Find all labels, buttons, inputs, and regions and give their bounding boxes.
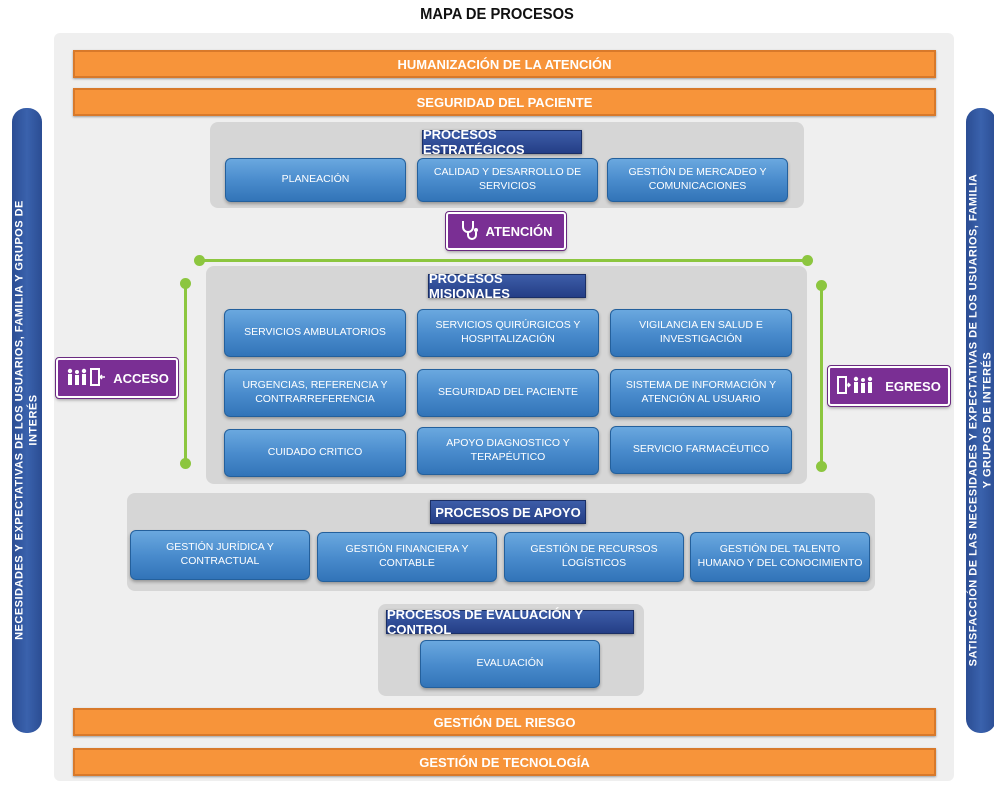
support-item-juridica[interactable]: GESTIÓN JURÍDICA Y CONTRACTUAL	[130, 530, 310, 580]
evaluation-item[interactable]: EVALUACIÓN	[420, 640, 600, 688]
right-satisfaction-line1: SATISFACCIÓN DE LAS NECESIDADES Y EXPECT…	[967, 173, 980, 667]
atencion-label: ATENCIÓN	[485, 223, 553, 239]
acceso-label: ACCESO	[113, 370, 169, 386]
page-title: MAPA DE PROCESOS	[420, 6, 574, 23]
missional-item-apoyo-diagnostico[interactable]: APOYO DIAGNOSTICO Y TERAPÉUTICO	[417, 427, 599, 475]
support-header: PROCESOS DE APOYO	[430, 500, 586, 524]
green-dot	[180, 278, 191, 289]
green-dot	[180, 458, 191, 469]
green-dot	[194, 255, 205, 266]
green-dot	[816, 461, 827, 472]
missional-item-ambulatorios[interactable]: SERVICIOS AMBULATORIOS	[224, 309, 406, 357]
strategic-item-calidad[interactable]: CALIDAD Y DESARROLLO DE SERVICIOS	[417, 158, 598, 202]
door-family-icon	[837, 375, 877, 398]
green-connector-top	[199, 259, 808, 262]
missional-item-farmaceutico[interactable]: SERVICIO FARMACÉUTICO	[610, 426, 792, 474]
right-satisfaction-pill: SATISFACCIÓN DE LAS NECESIDADES Y EXPECT…	[966, 108, 994, 733]
green-dot	[816, 280, 827, 291]
strategic-header: PROCESOS ESTRATÉGICOS	[422, 127, 582, 157]
stethoscope-icon	[460, 219, 478, 244]
left-needs-line1: NECESIDADES Y EXPECTATIVAS DE LOS USUARI…	[13, 200, 26, 640]
support-item-financiera[interactable]: GESTIÓN FINANCIERA Y CONTABLE	[317, 532, 497, 582]
bar-gestion-riesgo: GESTIÓN DEL RIESGO	[73, 708, 936, 736]
strategic-item-planeacion[interactable]: PLANEACIÓN	[225, 158, 406, 202]
support-item-logisticos[interactable]: GESTIÓN DE RECURSOS LOGÍSTICOS	[504, 532, 684, 582]
bar-gestion-tecnologia: GESTIÓN DE TECNOLOGÍA	[73, 748, 936, 776]
missional-item-informacion[interactable]: SISTEMA DE INFORMACIÓN Y ATENCIÓN AL USU…	[610, 369, 792, 417]
left-needs-text: NECESIDADES Y EXPECTATIVAS DE LOS USUARI…	[13, 200, 41, 640]
right-satisfaction-text: SATISFACCIÓN DE LAS NECESIDADES Y EXPECT…	[967, 174, 994, 667]
strategic-item-mercadeo[interactable]: GESTIÓN DE MERCADEO Y COMUNICACIONES	[607, 158, 788, 202]
bar-seguridad-paciente: SEGURIDAD DEL PACIENTE	[73, 88, 936, 116]
green-dot	[802, 255, 813, 266]
bar-humanizacion: HUMANIZACIÓN DE LA ATENCIÓN	[73, 50, 936, 78]
left-needs-line2: INTERÉS	[27, 394, 39, 446]
green-connector-left	[184, 284, 187, 464]
atencion-badge: ATENCIÓN	[445, 211, 567, 251]
family-door-icon	[65, 367, 106, 390]
missional-item-seguridad[interactable]: SEGURIDAD DEL PACIENTE	[417, 369, 599, 417]
green-connector-right	[820, 286, 823, 466]
right-satisfaction-line2: Y GRUPOS DE INTERÉS	[981, 351, 993, 489]
egreso-label: EGRESO	[885, 378, 941, 394]
missional-item-cuidado-critico[interactable]: CUIDADO CRITICO	[224, 429, 406, 477]
missional-item-urgencias[interactable]: URGENCIAS, REFERENCIA Y CONTRARREFERENCI…	[224, 369, 406, 417]
missional-item-vigilancia[interactable]: VIGILANCIA EN SALUD E INVESTIGACIÓN	[610, 309, 792, 357]
evaluation-header: PROCESOS DE EVALUACIÓN Y CONTROL	[386, 607, 634, 637]
missional-item-quirurgicos[interactable]: SERVICIOS QUIRÚRGICOS Y HOSPITALIZACIÓN	[417, 309, 599, 357]
left-needs-pill: NECESIDADES Y EXPECTATIVAS DE LOS USUARI…	[12, 108, 42, 733]
missional-header: PROCESOS MISIONALES	[428, 271, 586, 301]
acceso-badge: ACCESO	[55, 357, 179, 399]
support-item-talento-humano[interactable]: GESTIÓN DEL TALENTO HUMANO Y DEL CONOCIM…	[690, 532, 870, 582]
egreso-badge: EGRESO	[827, 365, 951, 407]
